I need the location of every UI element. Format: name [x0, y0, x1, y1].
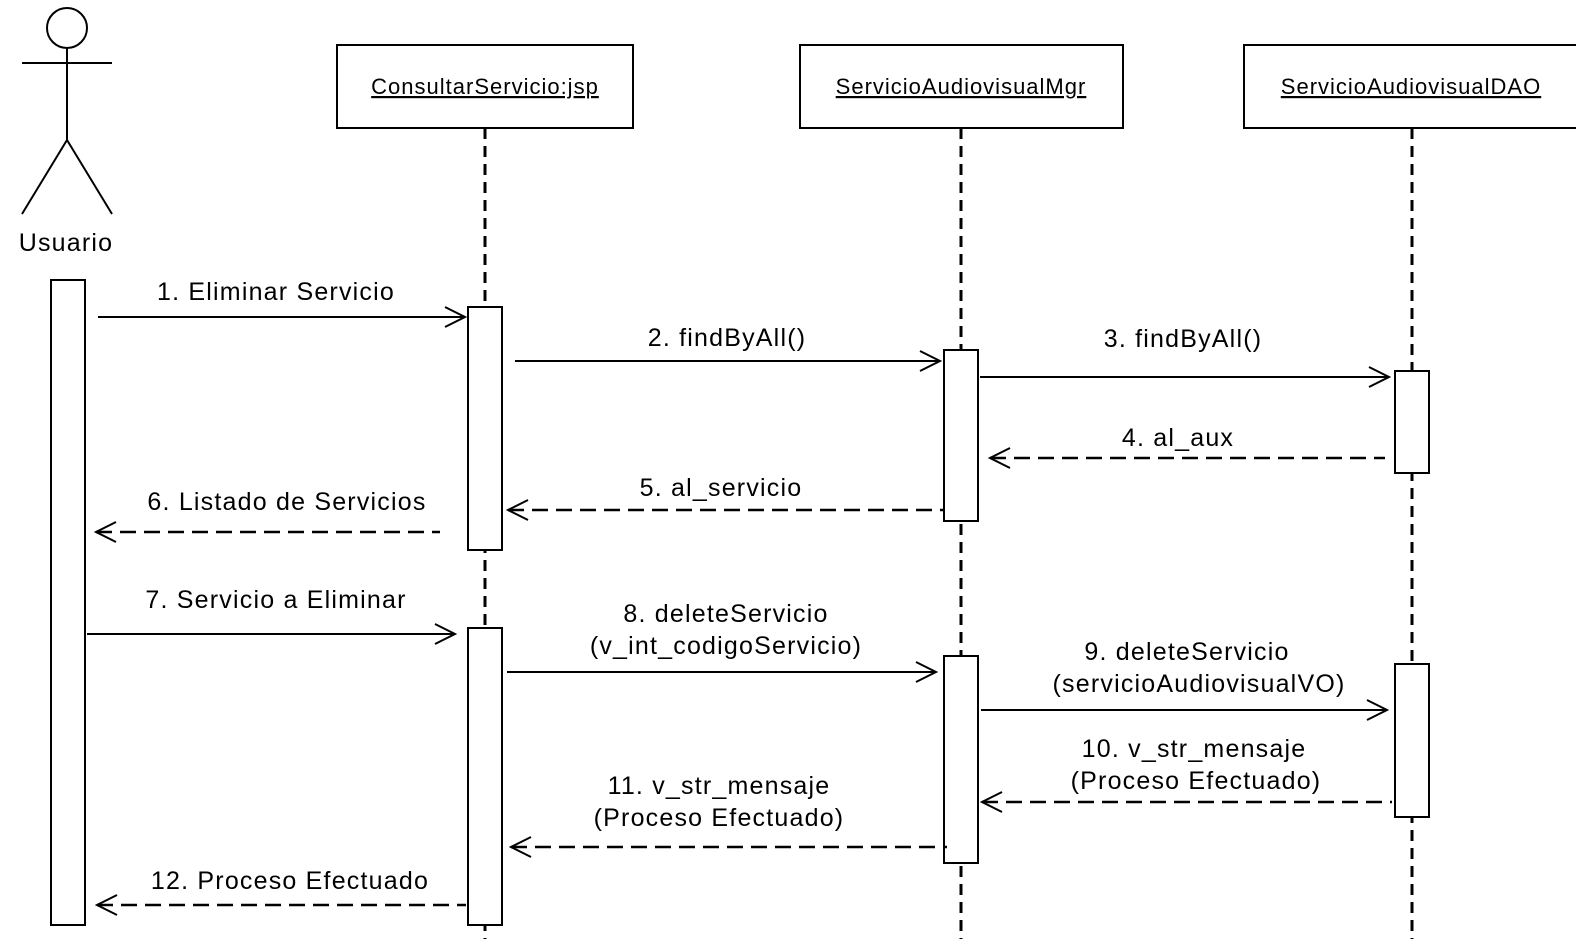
object-box — [336, 44, 634, 129]
activation-bar-dao-2 — [1394, 663, 1430, 818]
message-6-listado-de-servicios: 6. Listado de Servicios — [93, 488, 440, 543]
actor-right-leg — [66, 139, 113, 215]
message-12-proceso-efectuado: 12. Proceso Efectuado — [94, 867, 466, 916]
activation-bar-mgr-1 — [943, 349, 979, 522]
message-label: 4. al_aux — [1122, 424, 1234, 452]
open-arrowhead — [94, 894, 118, 916]
message-9-deleteservicio: 9. deleteServicio (servicioAudiovisualVO… — [981, 638, 1390, 721]
message-label-line-2: (servicioAudiovisualVO) — [1053, 670, 1346, 698]
open-arrowhead — [93, 521, 117, 543]
message-label: 1. Eliminar Servicio — [157, 278, 395, 306]
object-label: ConsultarServicio:jsp — [371, 74, 599, 99]
message-label-line-2: (Proceso Efectuado) — [594, 804, 845, 832]
object-label: ServicioAudiovisualDAO — [1281, 74, 1541, 99]
message-label: 12. Proceso Efectuado — [151, 867, 429, 895]
open-arrowhead — [444, 306, 468, 328]
message-label-line-2: (Proceso Efectuado) — [1071, 767, 1322, 795]
message-1-eliminar-servicio: 1. Eliminar Servicio — [98, 278, 468, 328]
message-label-line-2: (v_int_codigoServicio) — [590, 632, 862, 660]
message-label: 7. Servicio a Eliminar — [145, 586, 406, 614]
actor-label: Usuario — [19, 229, 114, 257]
open-arrowhead — [434, 623, 458, 645]
message-7-servicio-a-eliminar: 7. Servicio a Eliminar — [87, 586, 458, 645]
open-arrowhead — [915, 661, 939, 683]
message-3-findbyall: 3. findByAll() — [980, 325, 1392, 388]
open-arrowhead — [1366, 699, 1390, 721]
object-box — [1243, 44, 1576, 129]
object-consultarservicio-jsp: ConsultarServicio:jsp — [336, 44, 634, 129]
open-arrowhead — [979, 791, 1003, 813]
message-label: 6. Listado de Servicios — [147, 488, 426, 516]
activation-bar-jsp-1 — [467, 306, 503, 551]
actor-head — [46, 7, 88, 49]
open-arrowhead — [987, 447, 1011, 469]
open-arrowhead — [508, 836, 532, 858]
message-4-al-aux: 4. al_aux — [987, 424, 1385, 469]
message-2-findbyall: 2. findByAll() — [515, 324, 943, 372]
message-label-line-1: 9. deleteServicio — [1084, 638, 1289, 666]
activation-bar-mgr-2 — [943, 655, 979, 864]
message-label-line-1: 8. deleteServicio — [623, 600, 828, 628]
open-arrowhead — [919, 350, 943, 372]
activation-bar-usuario — [50, 279, 86, 926]
message-label: 5. al_servicio — [640, 474, 803, 502]
message-8-deleteservicio: 8. deleteServicio (v_int_codigoServicio) — [507, 600, 939, 683]
object-servicioaudiovisualdao: ServicioAudiovisualDAO — [1243, 44, 1576, 129]
object-box — [799, 44, 1124, 129]
activation-bar-dao-1 — [1394, 370, 1430, 474]
actor-left-leg — [21, 139, 68, 215]
message-label-line-1: 10. v_str_mensaje — [1082, 735, 1307, 763]
message-5-al-servicio: 5. al_servicio — [505, 474, 944, 521]
message-label: 3. findByAll() — [1104, 325, 1263, 353]
activation-bar-jsp-2 — [467, 627, 503, 926]
actor-usuario: Usuario — [19, 7, 114, 257]
message-10-v-str-mensaje: 10. v_str_mensaje (Proceso Efectuado) — [979, 735, 1392, 813]
message-label-line-1: 11. v_str_mensaje — [608, 772, 831, 800]
object-label: ServicioAudiovisualMgr — [836, 74, 1087, 99]
open-arrowhead — [505, 499, 529, 521]
object-servicioaudiovisualmgr: ServicioAudiovisualMgr — [799, 44, 1124, 129]
open-arrowhead — [1368, 366, 1392, 388]
message-11-v-str-mensaje: 11. v_str_mensaje (Proceso Efectuado) — [508, 772, 947, 858]
message-label: 2. findByAll() — [648, 324, 807, 352]
